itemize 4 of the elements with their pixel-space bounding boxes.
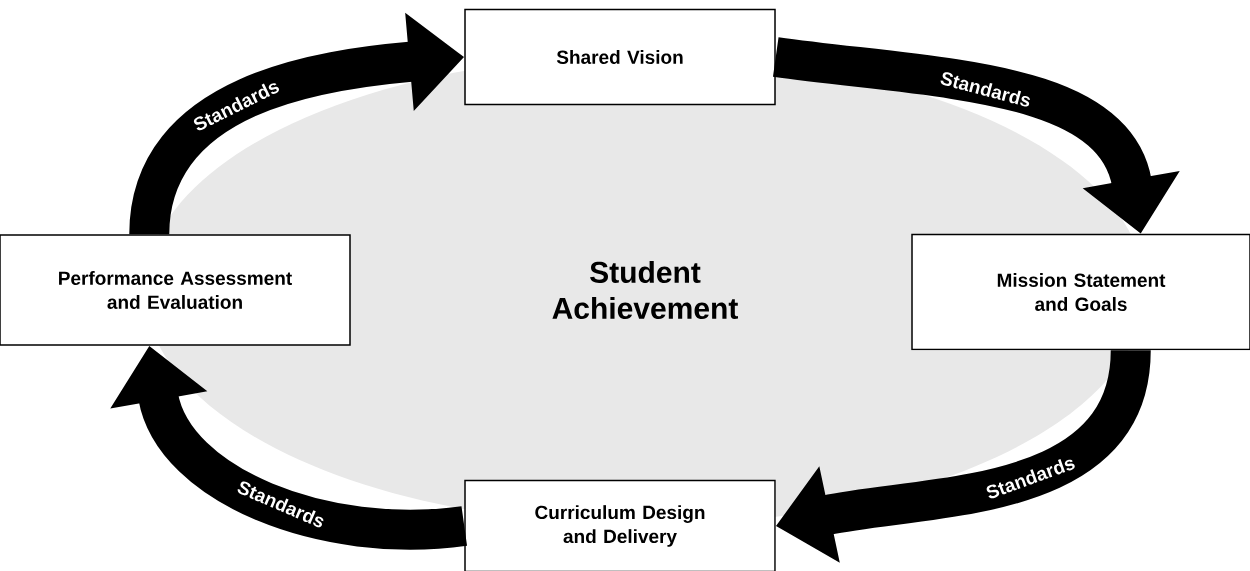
- process-box: Shared Vision: [464, 8, 776, 106]
- process-box: Performance Assessment and Evaluation: [0, 234, 351, 346]
- process-box: Curriculum Design and Delivery: [464, 479, 776, 571]
- process-box: Mission Statement and Goals: [911, 233, 1250, 351]
